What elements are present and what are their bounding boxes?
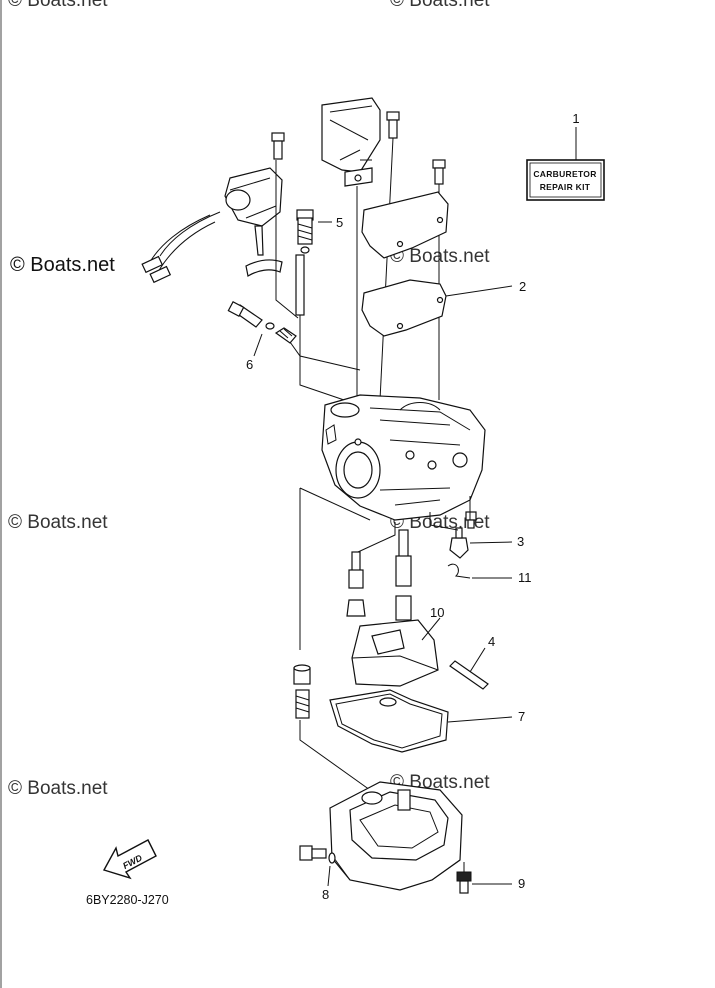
needle-clip <box>447 563 512 579</box>
main-jets <box>346 522 412 621</box>
callout-3: 3 <box>517 534 524 549</box>
float-pin <box>449 647 489 690</box>
drain-screw <box>299 845 336 887</box>
cover-gasket <box>361 279 513 337</box>
needle-valve <box>429 496 513 559</box>
top-cover-plate <box>361 159 449 259</box>
kit-label-line2: REPAIR KIT <box>540 182 591 192</box>
callout-10: 10 <box>430 605 444 620</box>
watermark-mid-right: © Boats.net <box>390 246 490 267</box>
diagram-code: 6BY2280-J270 <box>86 893 169 907</box>
watermark-top-left: © Boats.net <box>8 0 108 11</box>
jet-and-o-ring <box>227 300 361 371</box>
carburetor-body <box>321 394 486 521</box>
fwd-arrow-icon: FWD <box>102 839 157 880</box>
callout-8: 8 <box>322 887 329 902</box>
float-chamber-bowl <box>329 781 463 891</box>
pilot-screw-spring <box>296 209 332 254</box>
repair-kit-label: CARBURETOR REPAIR KIT <box>526 127 605 201</box>
callout-6: 6 <box>246 357 253 372</box>
callout-5: 5 <box>336 215 343 230</box>
callout-1: 1 <box>572 111 579 126</box>
callout-9: 9 <box>518 876 525 891</box>
callout-2: 2 <box>519 279 526 294</box>
watermark-top-right: © Boats.net <box>390 0 490 11</box>
drain-spring-stack <box>293 487 371 791</box>
chamber-screw <box>456 862 512 894</box>
enrichener-solenoid <box>141 132 285 284</box>
top-bracket <box>321 97 400 187</box>
float-chamber-gasket <box>329 689 513 753</box>
callout-11: 11 <box>518 570 532 585</box>
watermark-left: © Boats.net <box>10 254 115 276</box>
watermark-low-left: © Boats.net <box>8 778 108 799</box>
kit-label-line1: CARBURETOR <box>533 169 596 179</box>
throttle-rod <box>275 160 351 403</box>
watermark-mid-left: © Boats.net <box>8 512 108 533</box>
callout-7: 7 <box>518 709 525 724</box>
callout-4: 4 <box>488 634 495 649</box>
float <box>351 617 441 687</box>
